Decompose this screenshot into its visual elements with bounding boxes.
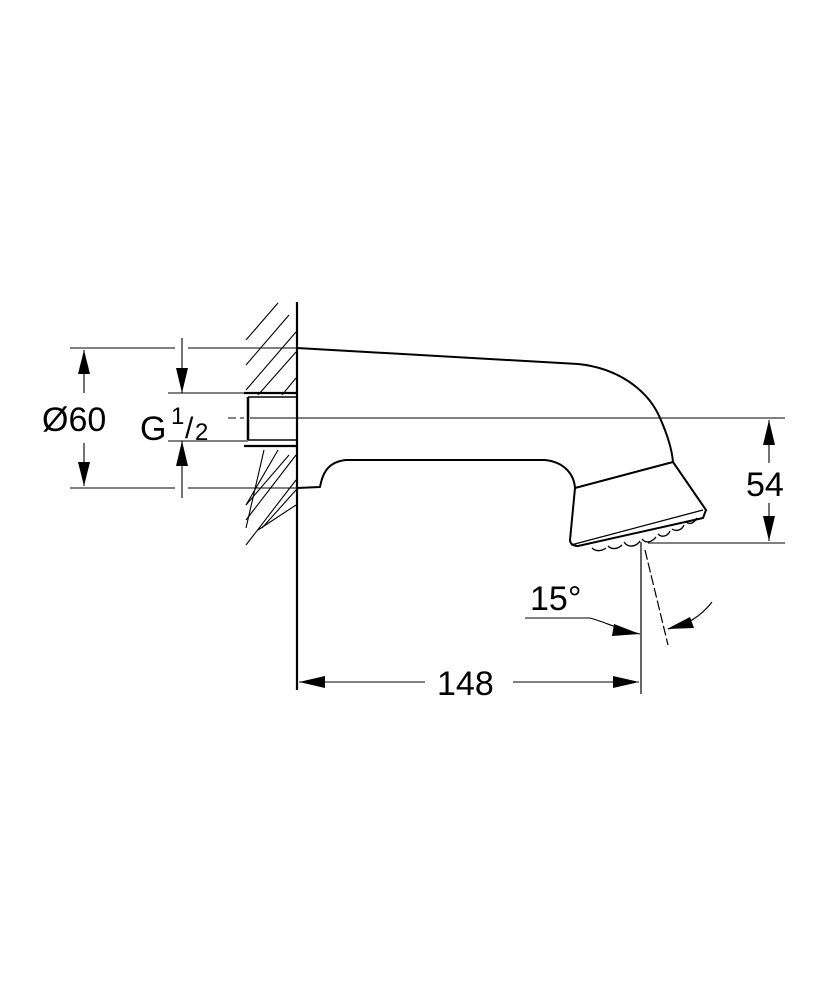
wall-section [244,302,299,690]
spout-body [296,347,674,489]
height-dimension [648,420,785,544]
length-label: 148 [437,665,494,703]
thread-dimension [168,338,248,498]
diameter-label: Ø60 [42,401,106,439]
thread-prefix: G [140,410,166,448]
thread-label: G 1 / 2 [140,403,208,448]
shower-head [569,461,707,552]
thread-denominator: 2 [195,419,208,446]
diameter-dimension [70,347,297,489]
thread-numerator: 1 [171,403,184,430]
angle-label: 15° [530,580,581,618]
height-label: 54 [746,466,784,504]
thread-slash: / [185,412,194,445]
length-dimension [299,676,639,688]
angle-dimension [525,542,713,694]
